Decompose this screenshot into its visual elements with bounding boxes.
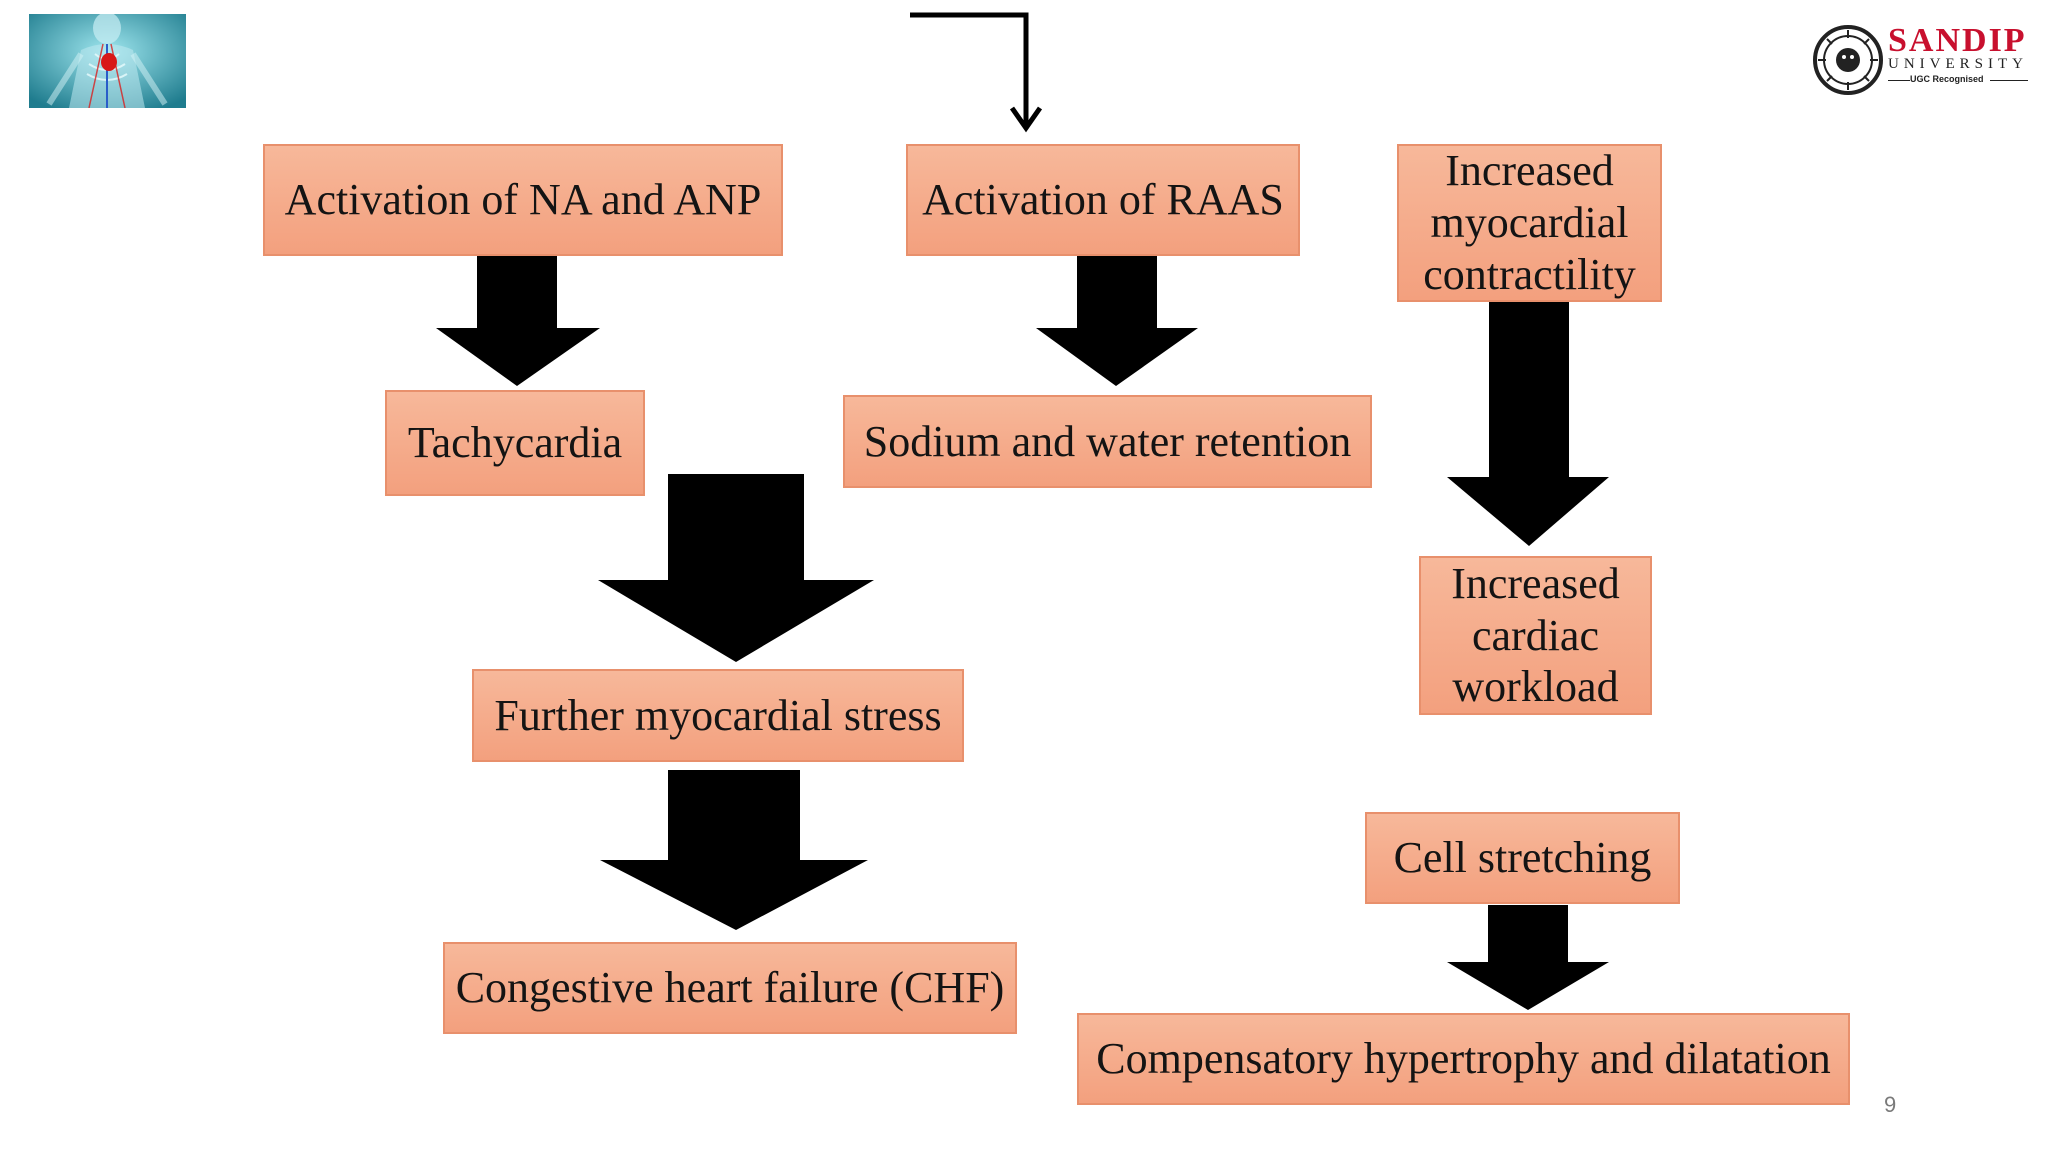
- box-label: Activation of RAAS: [922, 175, 1284, 225]
- box-cell-stretching: Cell stretching: [1365, 812, 1680, 904]
- connector-arrow-raas: [910, 12, 1029, 125]
- anatomy-heart-image: [29, 14, 186, 108]
- arrow-stretching-to-hypertrophy: [1447, 905, 1609, 1010]
- box-label: Compensatory hypertrophy and dilatation: [1096, 1034, 1831, 1084]
- arrow-na-to-tachycardia: [436, 256, 600, 386]
- logo-tagline: UGC Recognised: [1910, 74, 1984, 84]
- box-label-line: workload: [1452, 662, 1619, 712]
- box-label: Activation of NA and ANP: [284, 175, 762, 225]
- arrow-raas-to-sodium: [1036, 256, 1198, 386]
- box-tachycardia: Tachycardia: [385, 390, 645, 496]
- box-further-myocardial-stress: Further myocardial stress: [472, 669, 964, 762]
- arrow-stress-to-chf: [600, 770, 868, 930]
- connector-arrowhead-raas: [1009, 106, 1043, 133]
- logo-rule-left: [1888, 80, 1910, 81]
- university-emblem-icon: [1813, 25, 1883, 95]
- page-number: 9: [1884, 1092, 1897, 1117]
- arrow-contractility-to-workload: [1447, 302, 1609, 546]
- box-increased-myocardial-contractility: Increased myocardial contractility: [1397, 144, 1662, 302]
- box-label-line: Increased: [1445, 146, 1614, 196]
- box-label-line: cardiac: [1472, 610, 1599, 660]
- box-label-line: myocardial: [1430, 198, 1629, 248]
- box-congestive-heart-failure: Congestive heart failure (CHF): [443, 942, 1017, 1034]
- box-label-line: contractility: [1423, 249, 1636, 299]
- box-label: Congestive heart failure (CHF): [455, 963, 1005, 1013]
- box-label: Sodium and water retention: [863, 416, 1352, 466]
- arrow-to-further-stress: [598, 474, 874, 662]
- box-label: Further myocardial stress: [494, 690, 942, 740]
- box-sodium-water-retention: Sodium and water retention: [843, 395, 1372, 488]
- logo-name: SANDIP: [1888, 22, 2027, 59]
- university-logo: [1812, 20, 2032, 100]
- box-activation-na-anp: Activation of NA and ANP: [263, 144, 783, 256]
- box-compensatory-hypertrophy: Compensatory hypertrophy and dilatation: [1077, 1013, 1850, 1105]
- logo-subtitle: UNIVERSITY: [1888, 56, 2028, 72]
- logo-rule-right: [1990, 80, 2028, 81]
- box-label-line: Increased: [1451, 558, 1620, 608]
- box-label: Cell stretching: [1393, 833, 1652, 883]
- box-label: Tachycardia: [407, 418, 623, 468]
- box-increased-cardiac-workload: Increased cardiac workload: [1419, 556, 1652, 715]
- box-activation-raas: Activation of RAAS: [906, 144, 1300, 256]
